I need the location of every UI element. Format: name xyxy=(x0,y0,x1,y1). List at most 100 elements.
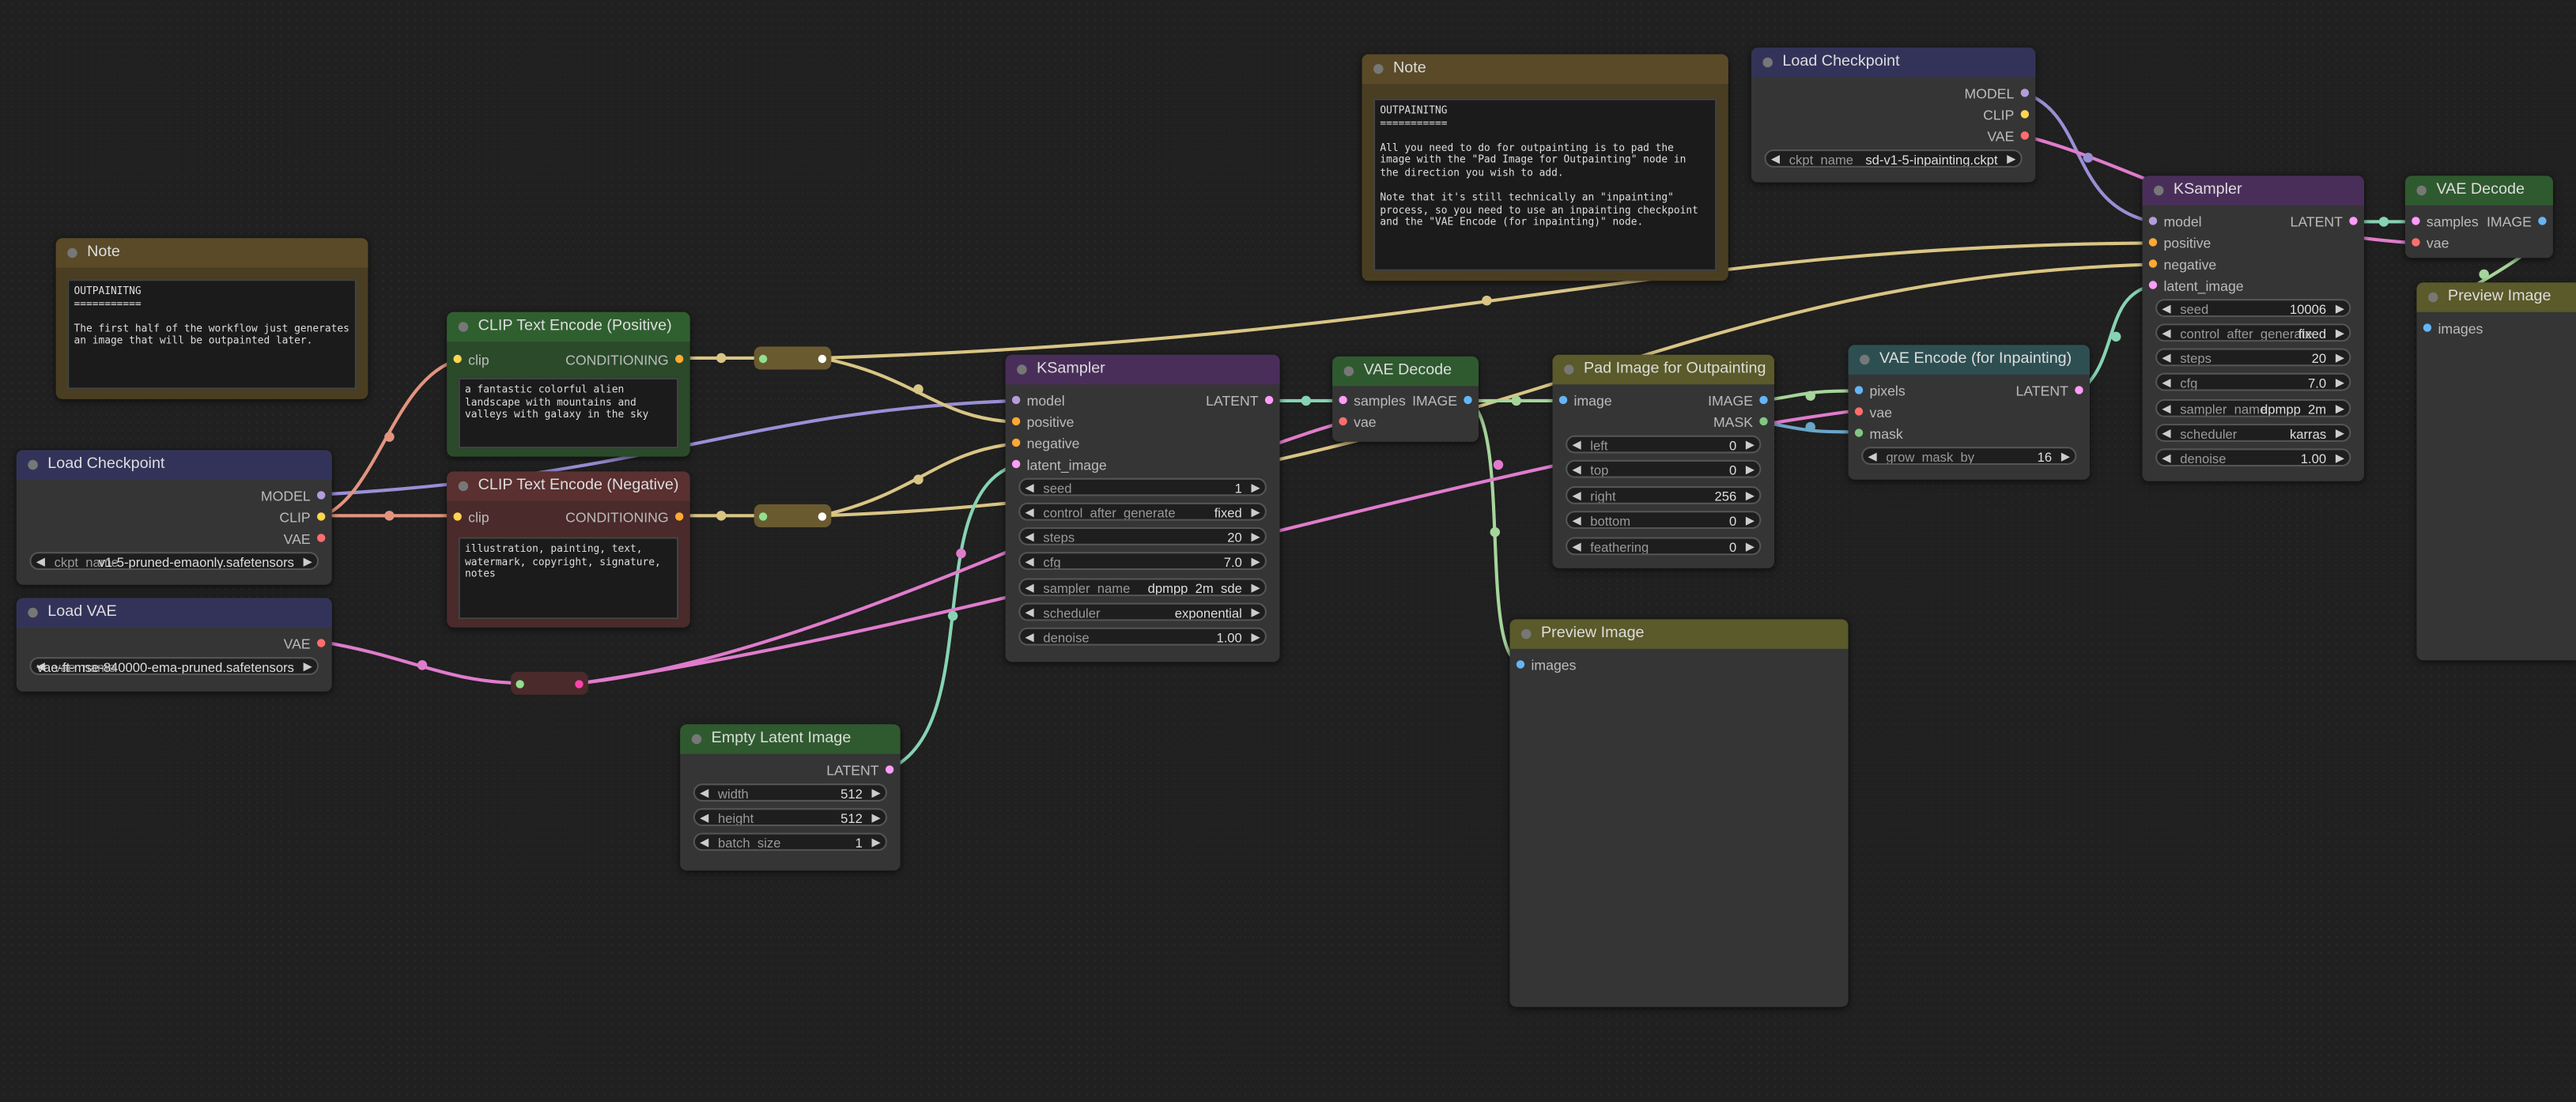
arrow-left-icon[interactable]: ◀ xyxy=(1770,154,1781,166)
input-positive[interactable]: positive xyxy=(1006,413,1075,432)
output-conditioning[interactable]: CONDITIONING xyxy=(565,508,690,527)
arrow-left-icon[interactable]: ◀ xyxy=(2162,304,2171,315)
socket-icon[interactable] xyxy=(2148,281,2158,289)
output-image[interactable]: IMAGE xyxy=(1412,391,1479,411)
input-samples[interactable]: samples xyxy=(1332,391,1406,411)
arrow-right-icon[interactable]: ▶ xyxy=(303,557,312,568)
collapse-dot-icon[interactable] xyxy=(1017,364,1027,375)
ksampler-node-1[interactable]: KSampler model LATENT positive negative … xyxy=(1005,354,1280,662)
arrow-right-icon[interactable]: ▶ xyxy=(1745,491,1755,503)
input-pixels[interactable]: pixels xyxy=(1849,381,1906,401)
socket-icon[interactable] xyxy=(317,639,326,647)
node-header[interactable]: Note xyxy=(1362,54,1728,84)
arrow-right-icon[interactable]: ▶ xyxy=(1251,607,1260,620)
node-header[interactable]: Pad Image for Outpainting xyxy=(1552,354,1775,385)
node-header[interactable]: CLIP Text Encode (Negative) xyxy=(447,471,690,501)
input-vae[interactable]: vae xyxy=(2405,233,2449,253)
input-vae[interactable]: vae xyxy=(1849,402,1892,422)
collapse-dot-icon[interactable] xyxy=(28,459,38,470)
output-conditioning[interactable]: CONDITIONING xyxy=(565,350,690,370)
arrow-left-icon[interactable]: ◀ xyxy=(1572,465,1581,477)
socket-icon[interactable] xyxy=(1011,395,1021,405)
input-image[interactable]: image xyxy=(1553,391,1612,411)
input-images[interactable]: images xyxy=(2416,319,2483,338)
socket-icon[interactable] xyxy=(1464,395,1472,405)
socket-icon[interactable] xyxy=(1759,395,1768,405)
arrow-right-icon[interactable]: ▶ xyxy=(2335,377,2345,390)
note-node-2[interactable]: Note OUTPAINITNG =========== All you nee… xyxy=(1362,54,1728,281)
output-mask[interactable]: MASK xyxy=(1713,413,1774,432)
socket-icon[interactable] xyxy=(2075,386,2083,394)
arrow-right-icon[interactable]: ▶ xyxy=(2335,304,2345,315)
reroute-negative[interactable] xyxy=(754,504,832,527)
socket-icon[interactable] xyxy=(1854,386,1864,394)
socket-icon[interactable] xyxy=(758,511,768,520)
input-samples[interactable]: samples xyxy=(2405,212,2479,232)
node-header[interactable]: KSampler xyxy=(2142,175,2364,206)
arrow-left-icon[interactable]: ◀ xyxy=(36,662,45,674)
arrow-right-icon[interactable]: ▶ xyxy=(871,788,881,800)
socket-icon[interactable] xyxy=(1854,407,1864,416)
collapse-dot-icon[interactable] xyxy=(67,247,77,259)
socket-icon[interactable] xyxy=(2412,217,2420,225)
output-latent[interactable]: LATENT xyxy=(2016,381,2090,401)
output-vae[interactable]: VAE xyxy=(1987,126,2035,146)
collapse-dot-icon[interactable] xyxy=(2427,292,2438,303)
node-header[interactable]: Preview Image xyxy=(2416,282,2576,312)
collapse-dot-icon[interactable] xyxy=(2153,185,2164,196)
socket-icon[interactable] xyxy=(818,511,827,520)
socket-icon[interactable] xyxy=(317,512,326,521)
arrow-right-icon[interactable]: ▶ xyxy=(1745,440,1755,452)
output-image[interactable]: IMAGE xyxy=(1708,391,1774,411)
preview-image-node-2[interactable]: Preview Image images xyxy=(2416,282,2576,661)
node-header[interactable]: Load VAE xyxy=(16,598,332,628)
collapse-dot-icon[interactable] xyxy=(1373,64,1384,74)
collapse-dot-icon[interactable] xyxy=(1564,364,1574,375)
pad-image-for-outpainting-node[interactable]: Pad Image for Outpainting image IMAGE MA… xyxy=(1552,354,1775,568)
collapse-dot-icon[interactable] xyxy=(1762,57,1773,68)
vae-decode-node-1[interactable]: VAE Decode samples IMAGE vae xyxy=(1332,356,1479,442)
arrow-left-icon[interactable]: ◀ xyxy=(2162,328,2171,341)
arrow-left-icon[interactable]: ◀ xyxy=(2162,428,2171,440)
arrow-left-icon[interactable]: ◀ xyxy=(36,557,45,568)
socket-icon[interactable] xyxy=(2148,259,2158,268)
output-image[interactable]: IMAGE xyxy=(2487,212,2553,232)
output-latent[interactable]: LATENT xyxy=(2291,212,2364,232)
socket-icon[interactable] xyxy=(2148,238,2158,247)
arrow-right-icon[interactable]: ▶ xyxy=(1251,583,1260,595)
ksampler-node-2[interactable]: KSampler model LATENT positive negative … xyxy=(2142,175,2364,481)
node-header[interactable]: KSampler xyxy=(1005,354,1280,385)
arrow-left-icon[interactable]: ◀ xyxy=(1572,542,1581,554)
prompt-textarea[interactable]: a fantastic colorful alien landscape wit… xyxy=(458,377,679,449)
arrow-right-icon[interactable]: ▶ xyxy=(2335,453,2345,466)
arrow-right-icon[interactable]: ▶ xyxy=(1251,508,1260,519)
socket-icon[interactable] xyxy=(2349,217,2358,225)
output-latent[interactable]: LATENT xyxy=(826,760,900,780)
vae-encode-inpainting-node[interactable]: VAE Encode (for Inpainting) pixels LATEN… xyxy=(1848,345,2090,480)
arrow-left-icon[interactable]: ◀ xyxy=(1572,515,1581,527)
socket-icon[interactable] xyxy=(1558,395,1568,405)
socket-icon[interactable] xyxy=(2423,323,2432,332)
clip-text-encode-positive-node[interactable]: CLIP Text Encode (Positive) clip CONDITI… xyxy=(447,311,690,457)
collapse-dot-icon[interactable] xyxy=(691,734,702,745)
input-mask[interactable]: mask xyxy=(1849,424,1903,443)
arrow-left-icon[interactable]: ◀ xyxy=(700,813,709,825)
collapse-dot-icon[interactable] xyxy=(28,607,38,618)
arrow-right-icon[interactable]: ▶ xyxy=(1251,532,1260,544)
vae-decode-node-2[interactable]: VAE Decode samples IMAGE vae xyxy=(2404,175,2553,259)
node-header[interactable]: Note xyxy=(55,238,368,268)
arrow-right-icon[interactable]: ▶ xyxy=(2335,328,2345,341)
